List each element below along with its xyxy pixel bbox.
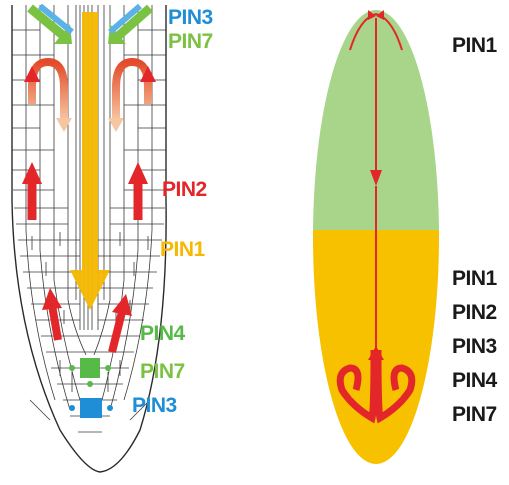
embryo-top-region bbox=[300, 8, 460, 230]
label-pin7-top: PIN7 bbox=[168, 30, 213, 54]
label-pin3-top: PIN3 bbox=[168, 6, 213, 30]
label-embryo-pin1: PIN1 bbox=[452, 262, 509, 296]
label-pin7-bottom: PIN7 bbox=[140, 360, 185, 384]
label-embryo-pin2: PIN2 bbox=[452, 296, 509, 330]
embryo-oval bbox=[300, 8, 460, 470]
label-embryo-pin3: PIN3 bbox=[452, 330, 509, 364]
label-pin1-left: PIN1 bbox=[160, 238, 205, 262]
label-embryo-pin7: PIN7 bbox=[452, 398, 509, 432]
label-embryo-pin4: PIN4 bbox=[452, 364, 509, 398]
label-pin1-embryo-top: PIN1 bbox=[452, 34, 497, 58]
embryo-bottom-labels: PIN1 PIN2 PIN3 PIN4 PIN7 bbox=[452, 262, 509, 432]
label-pin2: PIN2 bbox=[162, 178, 207, 202]
label-pin3-bottom: PIN3 bbox=[132, 394, 177, 418]
label-pin4: PIN4 bbox=[140, 322, 185, 346]
